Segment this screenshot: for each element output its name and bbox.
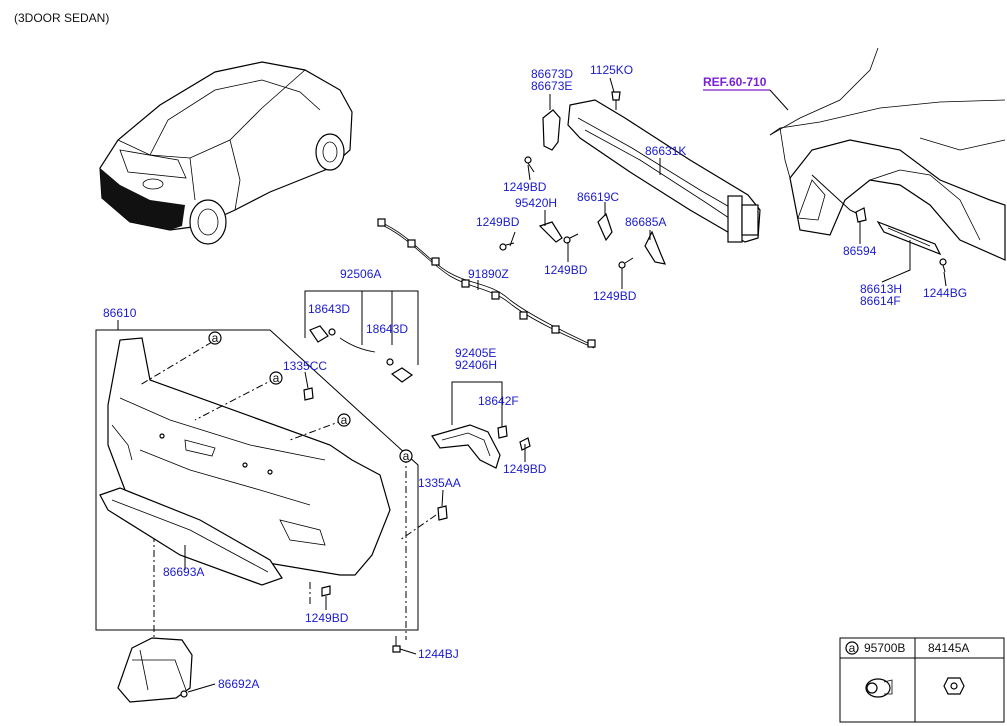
label-86613H: 86613H bbox=[860, 282, 902, 296]
bracket-86685A bbox=[644, 230, 666, 265]
bumper-cover bbox=[107, 337, 391, 576]
bolt-1249BD-lower bbox=[321, 585, 331, 603]
callout-markers: a a a a bbox=[208, 331, 413, 463]
clip-1335AA bbox=[437, 505, 448, 521]
label-86692A: 86692A bbox=[218, 677, 259, 691]
label-1335AA: 1335AA bbox=[418, 476, 461, 490]
svg-text:a: a bbox=[212, 331, 219, 345]
label-1249BD-c: 1249BD bbox=[544, 263, 588, 277]
label-18643D-b: 18643D bbox=[366, 322, 408, 336]
ref-leader bbox=[769, 89, 789, 111]
label-86631K: 86631K bbox=[645, 144, 686, 158]
under-cover-86692A bbox=[117, 637, 193, 703]
label-92506A: 92506A bbox=[340, 267, 381, 281]
ref-label[interactable]: REF.60-710 bbox=[703, 75, 767, 89]
svg-text:a: a bbox=[273, 371, 280, 385]
label-91890Z: 91890Z bbox=[468, 267, 509, 281]
nut-icon bbox=[943, 677, 965, 695]
part-labels: 86673D 86673E 1125KO 86631K 1249BD 95420… bbox=[103, 63, 967, 691]
label-1125KO: 1125KO bbox=[590, 63, 633, 77]
harness-connectors bbox=[377, 218, 596, 348]
assembly-lines bbox=[139, 341, 437, 640]
svg-text:a: a bbox=[341, 413, 348, 427]
label-1244BJ: 1244BJ bbox=[418, 647, 459, 661]
label-1335CC: 1335CC bbox=[283, 359, 327, 373]
bracket-86619C bbox=[597, 212, 613, 242]
label-1244BG: 1244BG bbox=[923, 286, 967, 300]
bumper-frame bbox=[95, 329, 419, 631]
label-86610: 86610 bbox=[103, 306, 137, 320]
bolt-1244BG bbox=[939, 258, 947, 273]
label-95420H: 95420H bbox=[515, 196, 557, 210]
label-18642F: 18642F bbox=[478, 394, 519, 408]
label-86614F: 86614F bbox=[860, 294, 901, 308]
back-beam bbox=[567, 99, 761, 243]
legend-col2: 84145A bbox=[928, 641, 969, 655]
diagram-title: (3DOOR SEDAN) bbox=[14, 11, 109, 25]
sensor-group-92506A bbox=[304, 290, 419, 383]
bolt-1244BJ bbox=[392, 636, 401, 653]
label-86693A: 86693A bbox=[163, 565, 204, 579]
label-1249BD-a: 1249BD bbox=[503, 180, 547, 194]
car-thumbnail bbox=[99, 61, 353, 245]
leader-lines bbox=[117, 77, 947, 693]
label-1249BD-b: 1249BD bbox=[476, 215, 520, 229]
label-18643D-a: 18643D bbox=[308, 302, 350, 316]
label-86685A: 86685A bbox=[625, 215, 666, 229]
side-strip-86613H bbox=[876, 220, 942, 256]
clip-1335CC bbox=[303, 387, 314, 401]
label-1249BD-e: 1249BD bbox=[503, 462, 547, 476]
fender-reference bbox=[769, 47, 1006, 261]
legend-table: a 95700B 84145A bbox=[839, 637, 1005, 723]
legend-col1: 95700B bbox=[864, 641, 905, 655]
label-86594: 86594 bbox=[843, 244, 877, 258]
label-1249BD-d: 1249BD bbox=[593, 289, 637, 303]
bracket-86673 bbox=[542, 109, 561, 151]
label-1249BD-f: 1249BD bbox=[305, 611, 349, 625]
label-86673E: 86673E bbox=[531, 79, 572, 93]
bracket-86594 bbox=[855, 207, 867, 223]
label-86619C: 86619C bbox=[577, 190, 619, 204]
bolts-1249BD-upper bbox=[499, 156, 634, 269]
label-92405E: 92405E bbox=[455, 346, 496, 360]
bolt-1125KO bbox=[611, 91, 621, 110]
under-panel-86693A bbox=[99, 487, 283, 586]
legend-callout: a bbox=[849, 641, 856, 655]
svg-text:a: a bbox=[403, 449, 410, 463]
label-92406H: 92406H bbox=[455, 358, 497, 372]
bracket-95420H bbox=[538, 221, 563, 243]
sensor-icon bbox=[865, 678, 893, 698]
label-86673D: 86673D bbox=[531, 67, 573, 81]
